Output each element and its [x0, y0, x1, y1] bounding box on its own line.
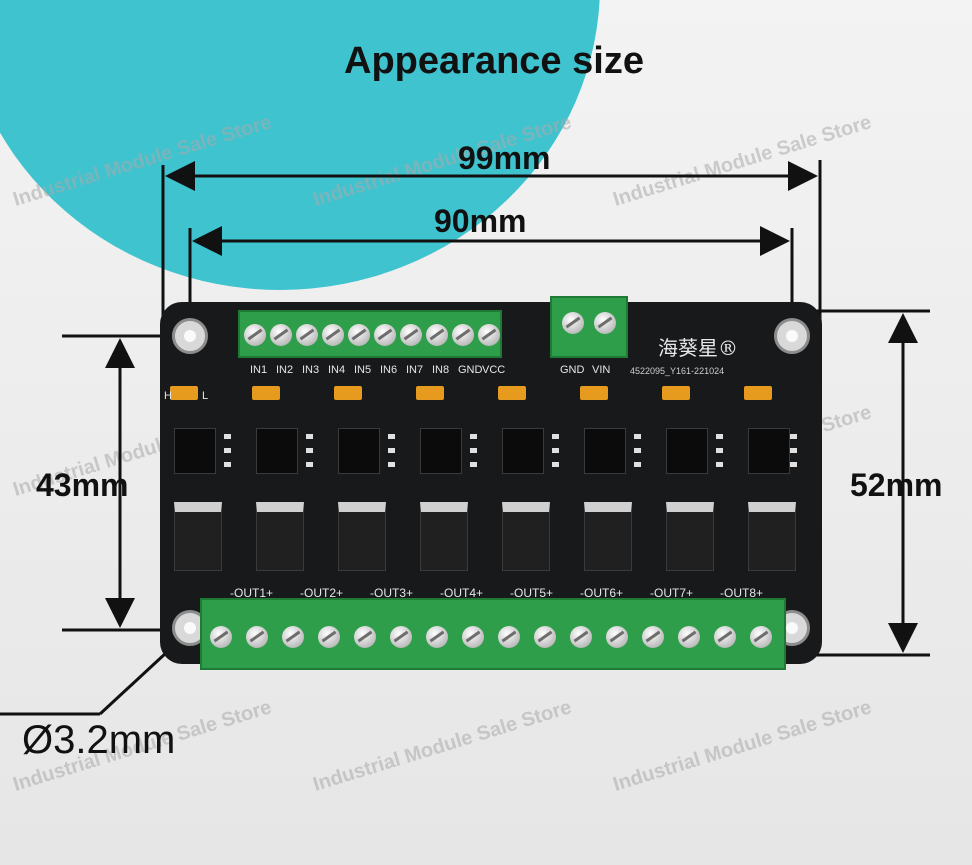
- jumper: [416, 386, 444, 400]
- input-label: IN6: [380, 364, 398, 376]
- screw: [426, 626, 448, 648]
- screw: [678, 626, 700, 648]
- input-label: IN5: [354, 364, 372, 376]
- mosfet: [256, 502, 304, 571]
- screw: [374, 324, 396, 346]
- optocoupler-chip: [174, 428, 216, 474]
- screw: [462, 626, 484, 648]
- jumper-label: H: [164, 390, 172, 402]
- screw: [642, 626, 664, 648]
- jumper: [580, 386, 608, 400]
- brand-logo: 海葵星®: [658, 336, 738, 360]
- input-label: IN1: [250, 364, 268, 376]
- input-label: IN3: [302, 364, 320, 376]
- screw: [570, 626, 592, 648]
- screw: [246, 626, 268, 648]
- jumper: [662, 386, 690, 400]
- input-label: IN8: [432, 364, 450, 376]
- output-terminal-block: [200, 598, 786, 670]
- screw: [282, 626, 304, 648]
- screw: [750, 626, 772, 648]
- output-label: -OUT2+: [300, 586, 344, 600]
- output-label: -OUT1+: [230, 586, 274, 600]
- screw: [400, 324, 422, 346]
- screw: [498, 626, 520, 648]
- screw: [426, 324, 448, 346]
- optocoupler-chip: [666, 428, 708, 474]
- power-terminal-block: [550, 296, 628, 358]
- optocoupler-chip: [748, 428, 790, 474]
- mounting-hole: [774, 318, 810, 354]
- jumper: [334, 386, 362, 400]
- jumper-label: L: [202, 390, 209, 402]
- input-label: IN7: [406, 364, 424, 376]
- mosfet: [502, 502, 550, 571]
- screw: [318, 626, 340, 648]
- jumper: [170, 386, 198, 400]
- hole-diameter-label: Ø3.2mm: [22, 718, 176, 762]
- mosfet: [174, 502, 222, 571]
- output-label: -OUT6+: [580, 586, 624, 600]
- screw: [348, 324, 370, 346]
- screw: [296, 324, 318, 346]
- width-holes-label: 90mm: [434, 203, 527, 239]
- optocoupler-chip: [584, 428, 626, 474]
- screw: [244, 324, 266, 346]
- screw: [478, 324, 500, 346]
- mosfet: [748, 502, 796, 571]
- screw: [390, 626, 412, 648]
- jumper: [498, 386, 526, 400]
- output-label: -OUT8+: [720, 586, 764, 600]
- input-label: IN2: [276, 364, 294, 376]
- optocoupler-chip: [256, 428, 298, 474]
- mosfet: [420, 502, 468, 571]
- optocoupler-chip: [420, 428, 462, 474]
- page-title: Appearance size: [344, 40, 644, 82]
- screw: [714, 626, 736, 648]
- input-terminal-block: [238, 310, 502, 358]
- output-label: -OUT4+: [440, 586, 484, 600]
- input-label: VCC: [482, 364, 506, 376]
- screw: [606, 626, 628, 648]
- screw: [270, 324, 292, 346]
- height-outer-label: 52mm: [850, 467, 943, 503]
- output-label: -OUT3+: [370, 586, 414, 600]
- input-label: GND: [458, 364, 483, 376]
- optocoupler-chip: [338, 428, 380, 474]
- jumper: [252, 386, 280, 400]
- power-label: VIN: [592, 364, 611, 376]
- screw: [534, 626, 556, 648]
- screw: [354, 626, 376, 648]
- mosfet: [338, 502, 386, 571]
- output-label: -OUT7+: [650, 586, 694, 600]
- mosfet: [584, 502, 632, 571]
- screw: [210, 626, 232, 648]
- jumper: [744, 386, 772, 400]
- screw: [322, 324, 344, 346]
- optocoupler-chip: [502, 428, 544, 474]
- screw: [452, 324, 474, 346]
- screw: [594, 312, 616, 334]
- serial-number: 4522095_Y161-221024: [630, 366, 725, 376]
- power-label: GND: [560, 364, 585, 376]
- mosfet: [666, 502, 714, 571]
- screw: [562, 312, 584, 334]
- mounting-hole: [172, 318, 208, 354]
- output-label: -OUT5+: [510, 586, 554, 600]
- width-outer-label: 99mm: [458, 140, 551, 176]
- input-label: IN4: [328, 364, 346, 376]
- height-holes-label: 43mm: [36, 467, 129, 503]
